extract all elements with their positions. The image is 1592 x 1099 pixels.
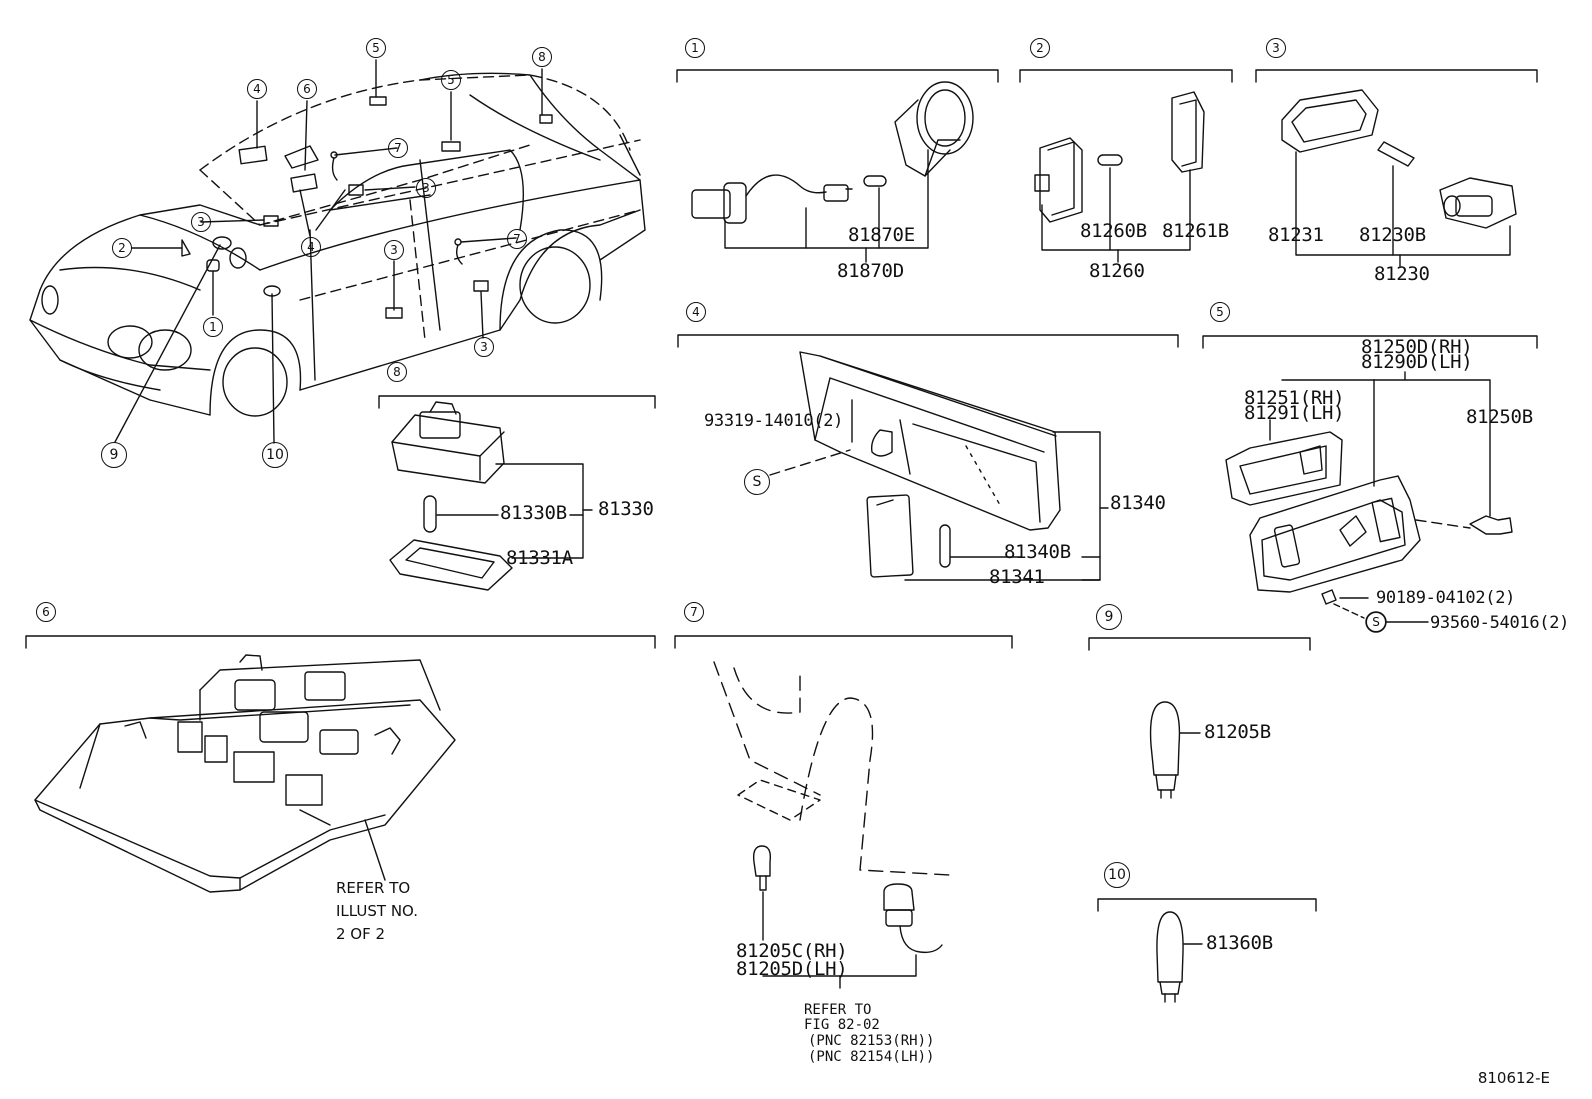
part-81231: 81231 [1268, 224, 1324, 246]
car-callout-10: 10 [262, 442, 288, 468]
section-number-9: 9 [1096, 604, 1122, 630]
section-10-art [1097, 898, 1317, 1003]
part-90189-04102: 90189-04102(2) [1376, 588, 1516, 608]
car-callout-6: 6 [297, 79, 317, 99]
part-81261B: 81261B [1162, 220, 1229, 242]
section-number-7: 7 [684, 602, 704, 622]
section-9-art [1088, 637, 1311, 799]
section-6-art [25, 635, 656, 893]
section-number-10: 10 [1104, 862, 1130, 888]
car-callout-1: 1 [203, 317, 223, 337]
part-81260: 81260 [1089, 260, 1145, 282]
part-93560-54016: 93560-54016(2) [1430, 613, 1570, 633]
section-number-8: 8 [387, 362, 407, 382]
part-81251-RH: 81251(RH) [1244, 387, 1345, 409]
section-5-art [1202, 335, 1538, 633]
part-81250D-RH: 81250D(RH) [1361, 336, 1473, 358]
section-4-art [677, 334, 1179, 581]
car-callout-5-front: 5 [366, 38, 386, 58]
part-81205D-LH: 81205D(LH) [736, 958, 848, 980]
part-81330B: 81330B [500, 502, 567, 524]
figure-code: 810612-E [1477, 1069, 1550, 1087]
car-callout-3-door: 3 [384, 240, 404, 260]
section-6-note-line-1: REFER TO [336, 879, 411, 897]
section-7-note-line-3: (PNC 82153(RH)) [808, 1033, 935, 1049]
car-callout-3-roof: 3 [416, 178, 436, 198]
section-number-6: 6 [36, 602, 56, 622]
section-3-art [1255, 69, 1538, 267]
car-callout-7-front: 7 [388, 138, 408, 158]
car-callout-4-lower: 4 [301, 237, 321, 257]
section-7-note-line-4: (PNC 82154(LH)) [808, 1049, 935, 1065]
part-81870E: 81870E [848, 224, 915, 246]
part-81205B: 81205B [1204, 721, 1271, 743]
part-81340B: 81340B [1004, 541, 1071, 563]
car-callout-7-rear: 7 [507, 229, 527, 249]
section-number-5: 5 [1210, 302, 1230, 322]
section-number-3: 3 [1266, 38, 1286, 58]
section-2-art [1019, 69, 1233, 263]
part-81290D-LH: 81290D(LH) [1361, 351, 1473, 373]
section-7-note-line-2: FIG 82-02 [804, 1017, 880, 1033]
part-81260B: 81260B [1080, 220, 1147, 242]
part-81291-LH: 81291(LH) [1244, 402, 1345, 424]
car-callout-3-rear-door: 3 [474, 337, 494, 357]
section-6-note-line-3: 2 OF 2 [336, 925, 386, 943]
part-93319-14010: 93319-14010(2) [704, 411, 844, 431]
car-callout-2: 2 [112, 238, 132, 258]
car-callout-9: 9 [101, 442, 127, 468]
part-81230B: 81230B [1359, 224, 1426, 246]
section-1-art [676, 69, 999, 263]
car-callout-8: 8 [532, 47, 552, 67]
part-81340: 81340 [1110, 492, 1166, 514]
part-81870D: 81870D [837, 260, 904, 282]
car-callout-4-upper: 4 [247, 79, 267, 99]
section-7-art [674, 635, 1013, 989]
section-number-1: 1 [685, 38, 705, 58]
part-81230: 81230 [1374, 263, 1430, 285]
part-81205C-RH: 81205C(RH) [736, 940, 848, 962]
screw-symbol-section-5: S [1366, 612, 1386, 632]
section-8-art [378, 395, 656, 591]
section-7-note-line-1: REFER TO [804, 1002, 872, 1018]
part-81250B: 81250B [1466, 406, 1533, 428]
section-6-note-line-2: ILLUST NO. [336, 902, 419, 920]
part-81341: 81341 [989, 566, 1045, 588]
car-callout-3-front: 3 [191, 212, 211, 232]
section-number-2: 2 [1030, 38, 1050, 58]
part-81330: 81330 [598, 498, 654, 520]
part-81360B: 81360B [1206, 932, 1273, 954]
car-overview [29, 59, 646, 444]
part-81331A: 81331A [506, 547, 573, 569]
section-number-4: 4 [686, 302, 706, 322]
screw-symbol-section-4: S [744, 469, 770, 495]
car-callout-5-rear: 5 [441, 70, 461, 90]
